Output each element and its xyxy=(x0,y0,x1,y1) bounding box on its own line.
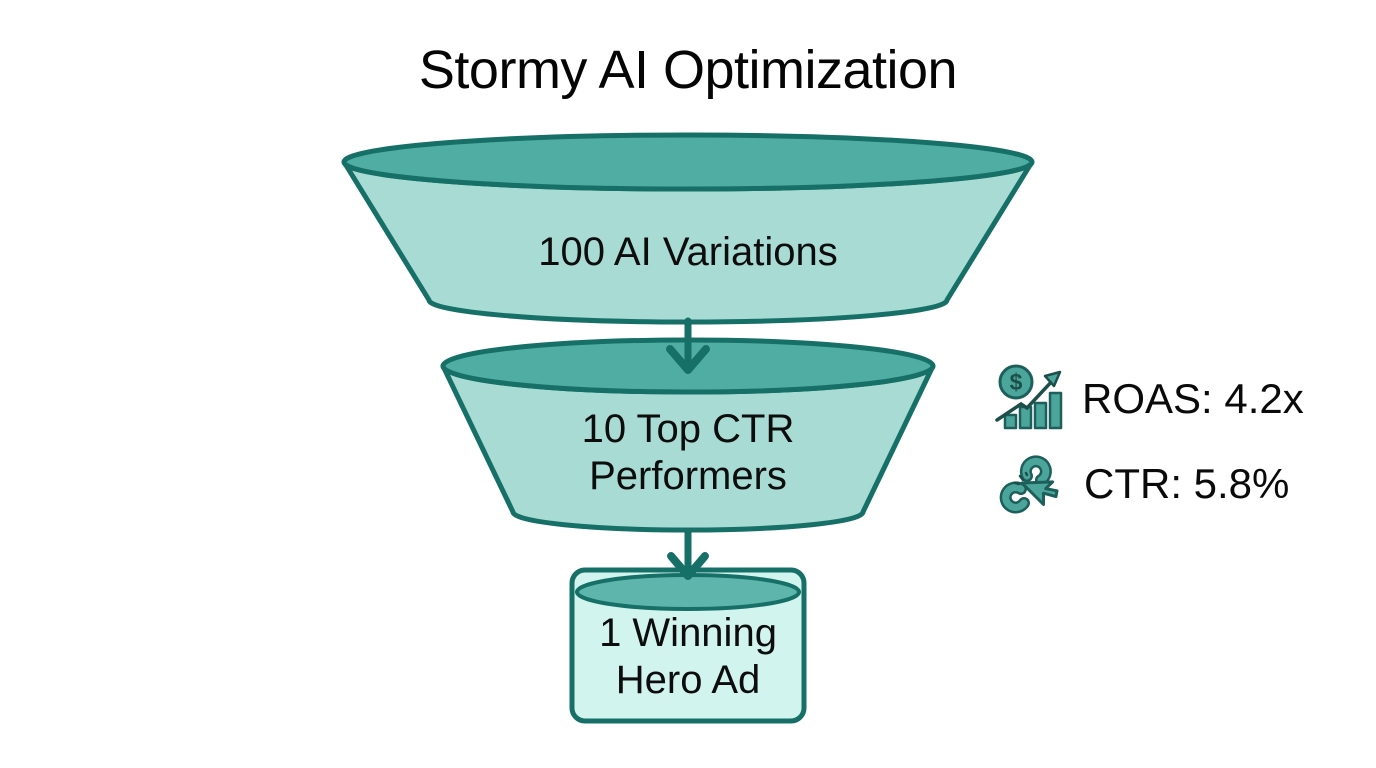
roas-value: ROAS: 4.2x xyxy=(1082,375,1304,422)
funnel-stage-3-label: 1 Winning Hero Ad xyxy=(599,611,777,702)
metric-ctr: CTR: 5.8% xyxy=(996,450,1289,518)
funnel-stage-1-shape xyxy=(341,132,1035,325)
funnel-stage-2-label: 10 Top CTR Performers xyxy=(581,407,795,498)
funnel-stage-1-label: 100 AI Variations xyxy=(538,230,838,274)
broken-link-click-cursor-icon xyxy=(999,455,1059,514)
dollar-growth-chart-icon: $ xyxy=(995,364,1063,430)
ctr-value: CTR: 5.8% xyxy=(1084,460,1290,507)
svg-text:$: $ xyxy=(1010,369,1023,395)
arrow-stage1-to-stage2 xyxy=(666,317,710,374)
arrow-stage2-to-stage3 xyxy=(667,527,709,580)
page-title: Stormy AI Optimization xyxy=(418,40,958,100)
metric-roas: $ ROAS: 4.2x xyxy=(994,364,1304,434)
